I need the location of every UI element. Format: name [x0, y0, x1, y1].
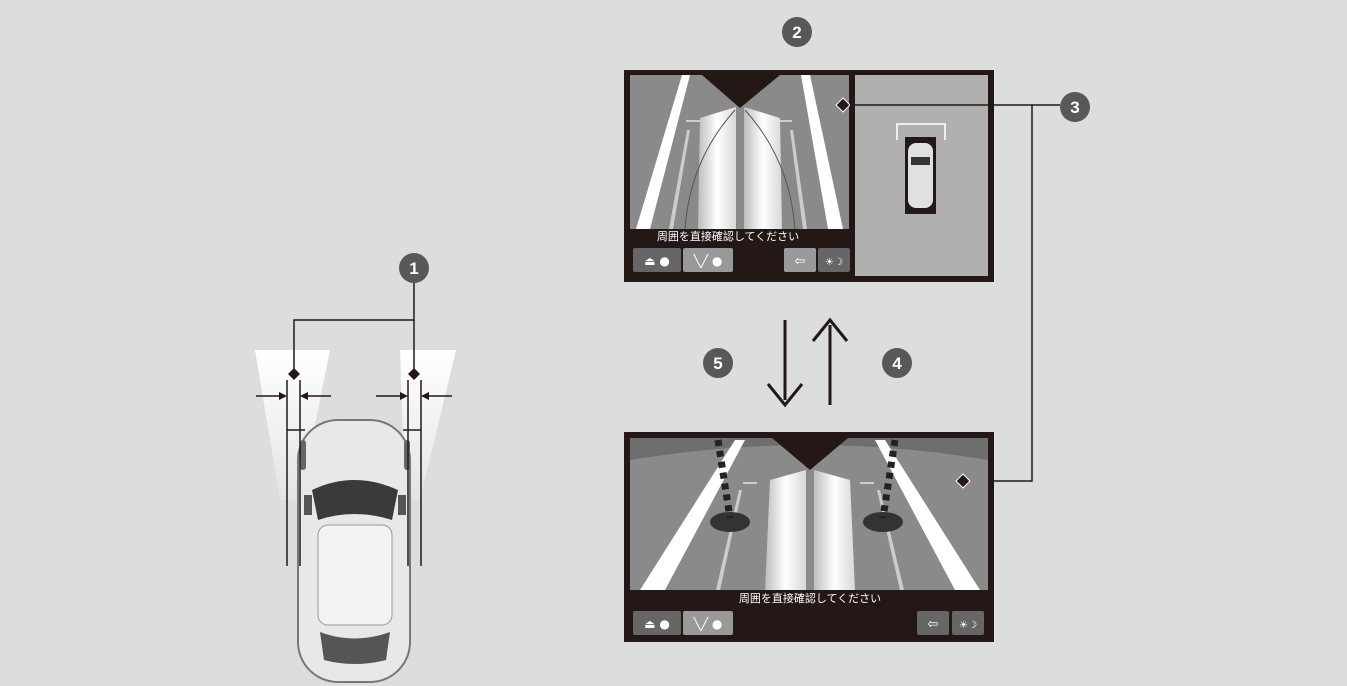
view-switch-button[interactable]: ⇦ [784, 248, 816, 272]
arrow-up-icon [811, 317, 849, 342]
arrow-icon [421, 392, 429, 400]
view-switch-button[interactable]: ⇦ [917, 611, 949, 635]
side-sensor-button[interactable]: ╲╱ ● [683, 611, 733, 635]
exit-icon: ⇦ [928, 617, 939, 632]
day-night-button[interactable]: ☀☽ [952, 611, 984, 635]
callout-5: 5 [703, 348, 733, 378]
marker-diamond [835, 97, 851, 113]
front-sensor-button[interactable]: ⏏ ● [633, 248, 681, 272]
sensor-icon: ╲╱ ● [693, 253, 723, 268]
screen-message: 周囲を直接確認してください [739, 591, 881, 605]
marker-diamond [408, 368, 420, 380]
car-top-view [297, 419, 411, 683]
arrow-down-icon [766, 383, 804, 408]
marker-diamond [955, 473, 971, 489]
exit-icon: ⇦ [795, 254, 806, 269]
right-sensor-zone [400, 350, 456, 500]
left-sensor-zone [255, 350, 330, 500]
callout-1: 1 [399, 253, 429, 283]
marker-diamond [288, 368, 300, 380]
callout-2: 2 [782, 17, 812, 47]
bottom-screen: 周囲を直接確認してください ⏏ ● ╲╱ ● ⇦ ☀☽ [624, 432, 994, 642]
top-screen: 周囲を直接確認してください ⏏ ● ╲╱ ● ⇦ ☀☽ [624, 70, 994, 282]
callout-3: 3 [1060, 92, 1090, 122]
arrow-icon [400, 392, 408, 400]
svg-text:1: 1 [409, 259, 418, 278]
vehicle-sensor-diagram [255, 282, 456, 683]
sun-moon-icon: ☀☽ [959, 620, 977, 631]
sensor-icon: ╲╱ ● [693, 616, 723, 631]
svg-text:2: 2 [792, 23, 801, 42]
switch-arrows [766, 317, 849, 408]
sensor-icon: ⏏ ● [644, 254, 670, 268]
callout-4: 4 [882, 348, 912, 378]
svg-text:5: 5 [713, 354, 722, 373]
arrow-icon [279, 392, 287, 400]
sensor-icon: ⏏ ● [644, 617, 670, 631]
arrow-icon [300, 392, 308, 400]
sun-moon-icon: ☀☽ [825, 257, 843, 268]
screen-message: 周囲を直接確認してください [657, 229, 799, 243]
svg-text:3: 3 [1070, 98, 1079, 117]
side-sensor-button[interactable]: ╲╱ ● [683, 248, 733, 272]
day-night-button[interactable]: ☀☽ [818, 248, 850, 272]
svg-text:4: 4 [892, 354, 902, 373]
front-sensor-button[interactable]: ⏏ ● [633, 611, 681, 635]
